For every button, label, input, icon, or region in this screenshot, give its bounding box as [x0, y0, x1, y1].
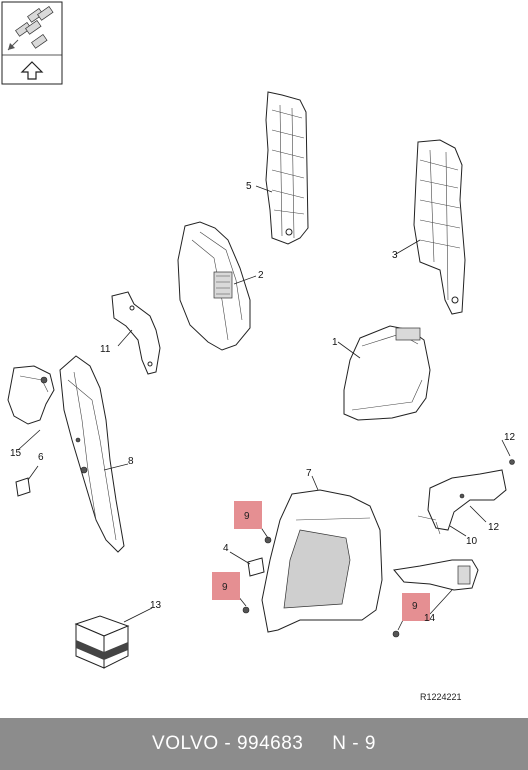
exploded-view-direction-icon: [1, 1, 63, 85]
part-1-headlamp-unit: [343, 325, 431, 421]
callout-1: 1: [332, 337, 338, 348]
parts-diagram: 1 2 3 4 5 6 7 8 9 9 9 10 11 12 12 13 14 …: [1, 1, 516, 669]
part-5-bracket-panel: [265, 91, 309, 245]
callout-2: 2: [258, 270, 264, 281]
callout-7: 7: [306, 468, 312, 479]
part-2-headlamp-housing: [177, 221, 251, 351]
callout-14: 14: [424, 613, 436, 624]
callout-13: 13: [150, 600, 162, 611]
part-11-small-bracket: [111, 291, 161, 375]
callout-3: 3: [392, 250, 398, 261]
footer-bar: VOLVO - 994683 N - 9: [0, 718, 528, 770]
callout-12b: 12: [488, 522, 500, 533]
screw-icon: [242, 536, 400, 638]
callout-8: 8: [128, 456, 134, 467]
callout-15: 15: [10, 448, 22, 459]
highlight-box-9b: [212, 572, 240, 600]
part-14-side-marker: [393, 559, 479, 591]
callout-12a: 12: [504, 432, 516, 443]
footer-text: VOLVO - 994683 N - 9: [152, 733, 376, 754]
callout-4: 4: [223, 543, 229, 554]
callout-9c: 9: [412, 601, 418, 612]
exploded-view-svg: 1 2 3 4 5 6 7 8 9 9 9 10 11 12 12 13 14 …: [1, 1, 516, 669]
reference-code: R1224221: [420, 692, 462, 702]
callout-10: 10: [466, 536, 478, 547]
callout-6: 6: [38, 452, 44, 463]
part-7-bumper-trim: [261, 489, 383, 633]
part-13-kit-box: [74, 615, 130, 669]
highlight-box-9c: [402, 593, 430, 621]
part-6-gasket: [15, 477, 31, 497]
highlight-box-9a: [234, 501, 262, 529]
callout-5: 5: [246, 181, 252, 192]
callout-11: 11: [100, 344, 111, 355]
part-10-mounting-bracket: [417, 459, 515, 535]
callout-9a: 9: [244, 511, 250, 522]
part-15-corner-lamp: [7, 365, 55, 425]
part-3-bracket-panel: [413, 139, 466, 315]
callout-9b: 9: [222, 582, 228, 593]
leader-lines: [17, 185, 511, 631]
part-4-pad: [247, 557, 265, 577]
part-8-side-frame: [59, 355, 125, 553]
